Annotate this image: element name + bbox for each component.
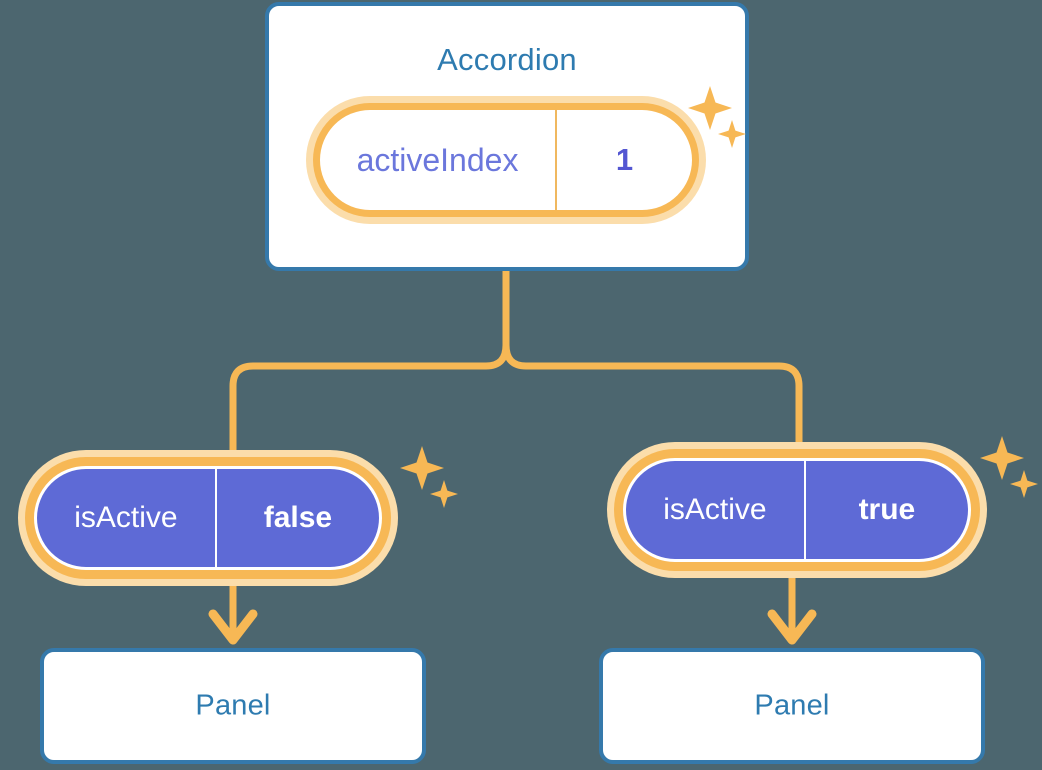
prop-badge-is-active-left[interactable]: isActive false	[18, 450, 398, 586]
badge-value-label: 1	[555, 110, 692, 210]
badge-key-label: isActive	[663, 493, 767, 526]
arrow-right-head	[767, 609, 817, 645]
badge-key-label: activeIndex	[356, 141, 519, 178]
panel-card-title: Panel	[754, 689, 830, 722]
connector-branch-left	[229, 341, 510, 462]
badge-surface: activeIndex 1	[320, 110, 692, 210]
connector-branch-right	[502, 341, 803, 454]
sparkle-icon	[400, 446, 458, 508]
panel-component-card-right[interactable]: Panel	[599, 648, 985, 764]
accordion-card-title: Accordion	[437, 42, 577, 77]
panel-component-card-left[interactable]: Panel	[40, 648, 426, 764]
badge-surface: isActive false	[34, 466, 382, 570]
state-badge-active-index[interactable]: activeIndex 1	[306, 96, 706, 224]
badge-value-label: false	[214, 469, 379, 567]
panel-card-title: Panel	[195, 689, 271, 722]
badge-surface: isActive true	[623, 458, 971, 562]
prop-badge-is-active-right[interactable]: isActive true	[607, 442, 987, 578]
badge-key-label: isActive	[74, 501, 178, 534]
arrow-left-head	[208, 609, 258, 645]
sparkle-icon	[980, 436, 1038, 498]
badge-value-label: true	[803, 461, 968, 559]
